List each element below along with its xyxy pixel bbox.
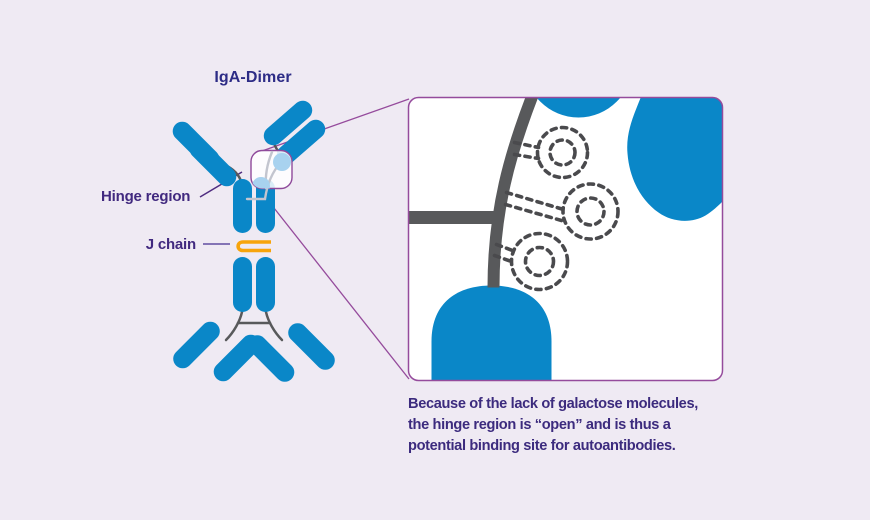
caption-line: Because of the lack of galactose molecul… bbox=[408, 396, 698, 412]
missing-galactose-icon bbox=[512, 125, 590, 180]
domain-blob-top-right bbox=[627, 97, 723, 221]
j-chain-icon bbox=[236, 240, 271, 253]
inset-border bbox=[407, 96, 724, 382]
hinge-magnified-inset bbox=[407, 96, 724, 382]
hinge-region-label: Hinge region bbox=[101, 188, 191, 205]
caption-text: Because of the lack of galactose molecul… bbox=[408, 394, 742, 457]
hinge-chain-curve bbox=[487, 97, 539, 288]
missing-galactose-icon bbox=[503, 182, 620, 241]
missing-galactose-icon bbox=[492, 231, 570, 292]
caption-line: the hinge region is “open” and is thus a bbox=[408, 417, 671, 433]
antibody-top bbox=[172, 100, 326, 233]
j-chain-label: J chain bbox=[145, 236, 196, 253]
caption-line: potential binding site for autoantibodie… bbox=[408, 438, 676, 454]
domain-blob-bottom bbox=[431, 285, 552, 381]
galactose-knob bbox=[252, 177, 270, 189]
hinge-highlight-box bbox=[245, 149, 293, 201]
galactose-knob bbox=[273, 153, 291, 171]
antibody-bottom bbox=[173, 257, 335, 382]
diagram-title: IgA-Dimer bbox=[214, 69, 292, 86]
domain-blob-top bbox=[524, 97, 633, 118]
